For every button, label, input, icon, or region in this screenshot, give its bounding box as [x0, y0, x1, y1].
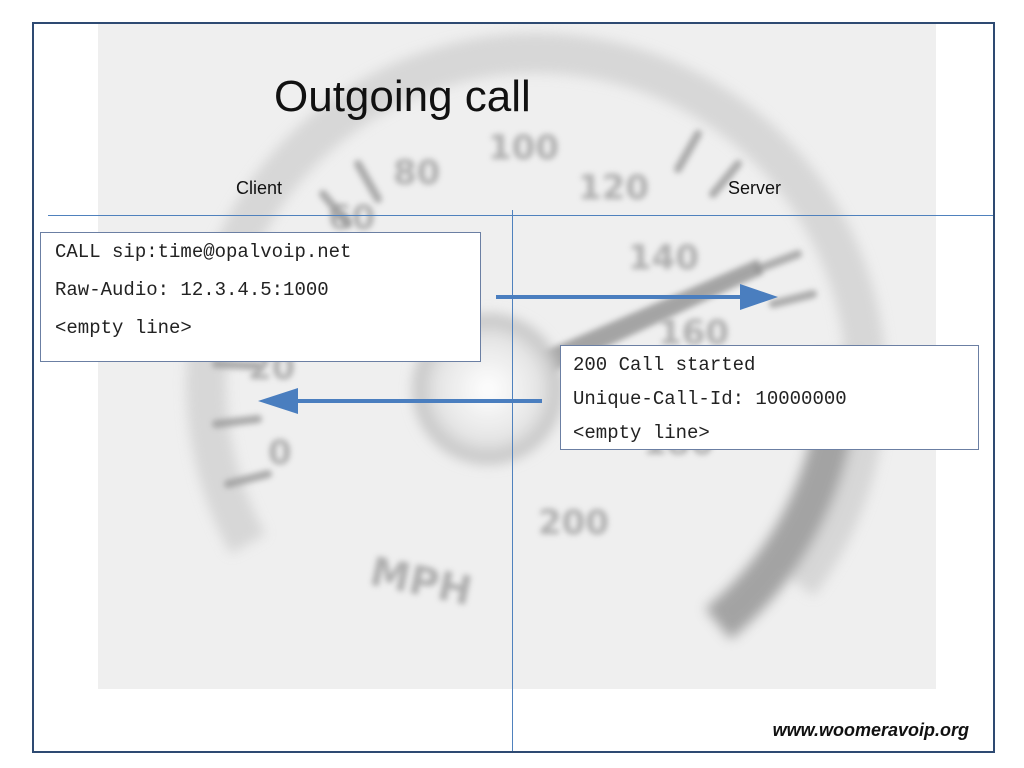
- vertical-divider: [512, 210, 513, 751]
- slide-frame: 0 20 60 80 100 120 140 160 180 200 MPH O…: [32, 22, 995, 753]
- horizontal-divider: [48, 215, 993, 216]
- request-arrow-right: [496, 282, 780, 312]
- client-request-box: CALL sip:time@opalvoip.net Raw-Audio: 12…: [40, 232, 481, 362]
- server-column-label: Server: [728, 178, 782, 198]
- gauge-number: 120: [578, 168, 649, 208]
- response-line: Unique-Call-Id: 10000000: [573, 388, 847, 410]
- gauge-number: 100: [488, 128, 559, 168]
- server-response-box: 200 Call started Unique-Call-Id: 1000000…: [560, 345, 979, 450]
- gauge-number: 80: [393, 153, 440, 193]
- footer-url: www.woomeravoip.org: [772, 720, 969, 740]
- gauge-number: 140: [628, 238, 699, 278]
- request-line: CALL sip:time@opalvoip.net: [55, 241, 352, 263]
- gauge-number: 0: [268, 433, 292, 473]
- gauge-number: 60: [328, 198, 375, 238]
- request-line: <empty line>: [55, 317, 192, 339]
- request-line: Raw-Audio: 12.3.4.5:1000: [55, 279, 329, 301]
- response-line: <empty line>: [573, 422, 710, 444]
- gauge-number: 200: [538, 503, 609, 543]
- client-column-label: Client: [236, 178, 283, 198]
- slide-title: Outgoing call: [274, 72, 531, 121]
- response-line: 200 Call started: [573, 354, 756, 376]
- response-arrow-left: [256, 386, 542, 416]
- gauge-unit: MPH: [366, 549, 476, 615]
